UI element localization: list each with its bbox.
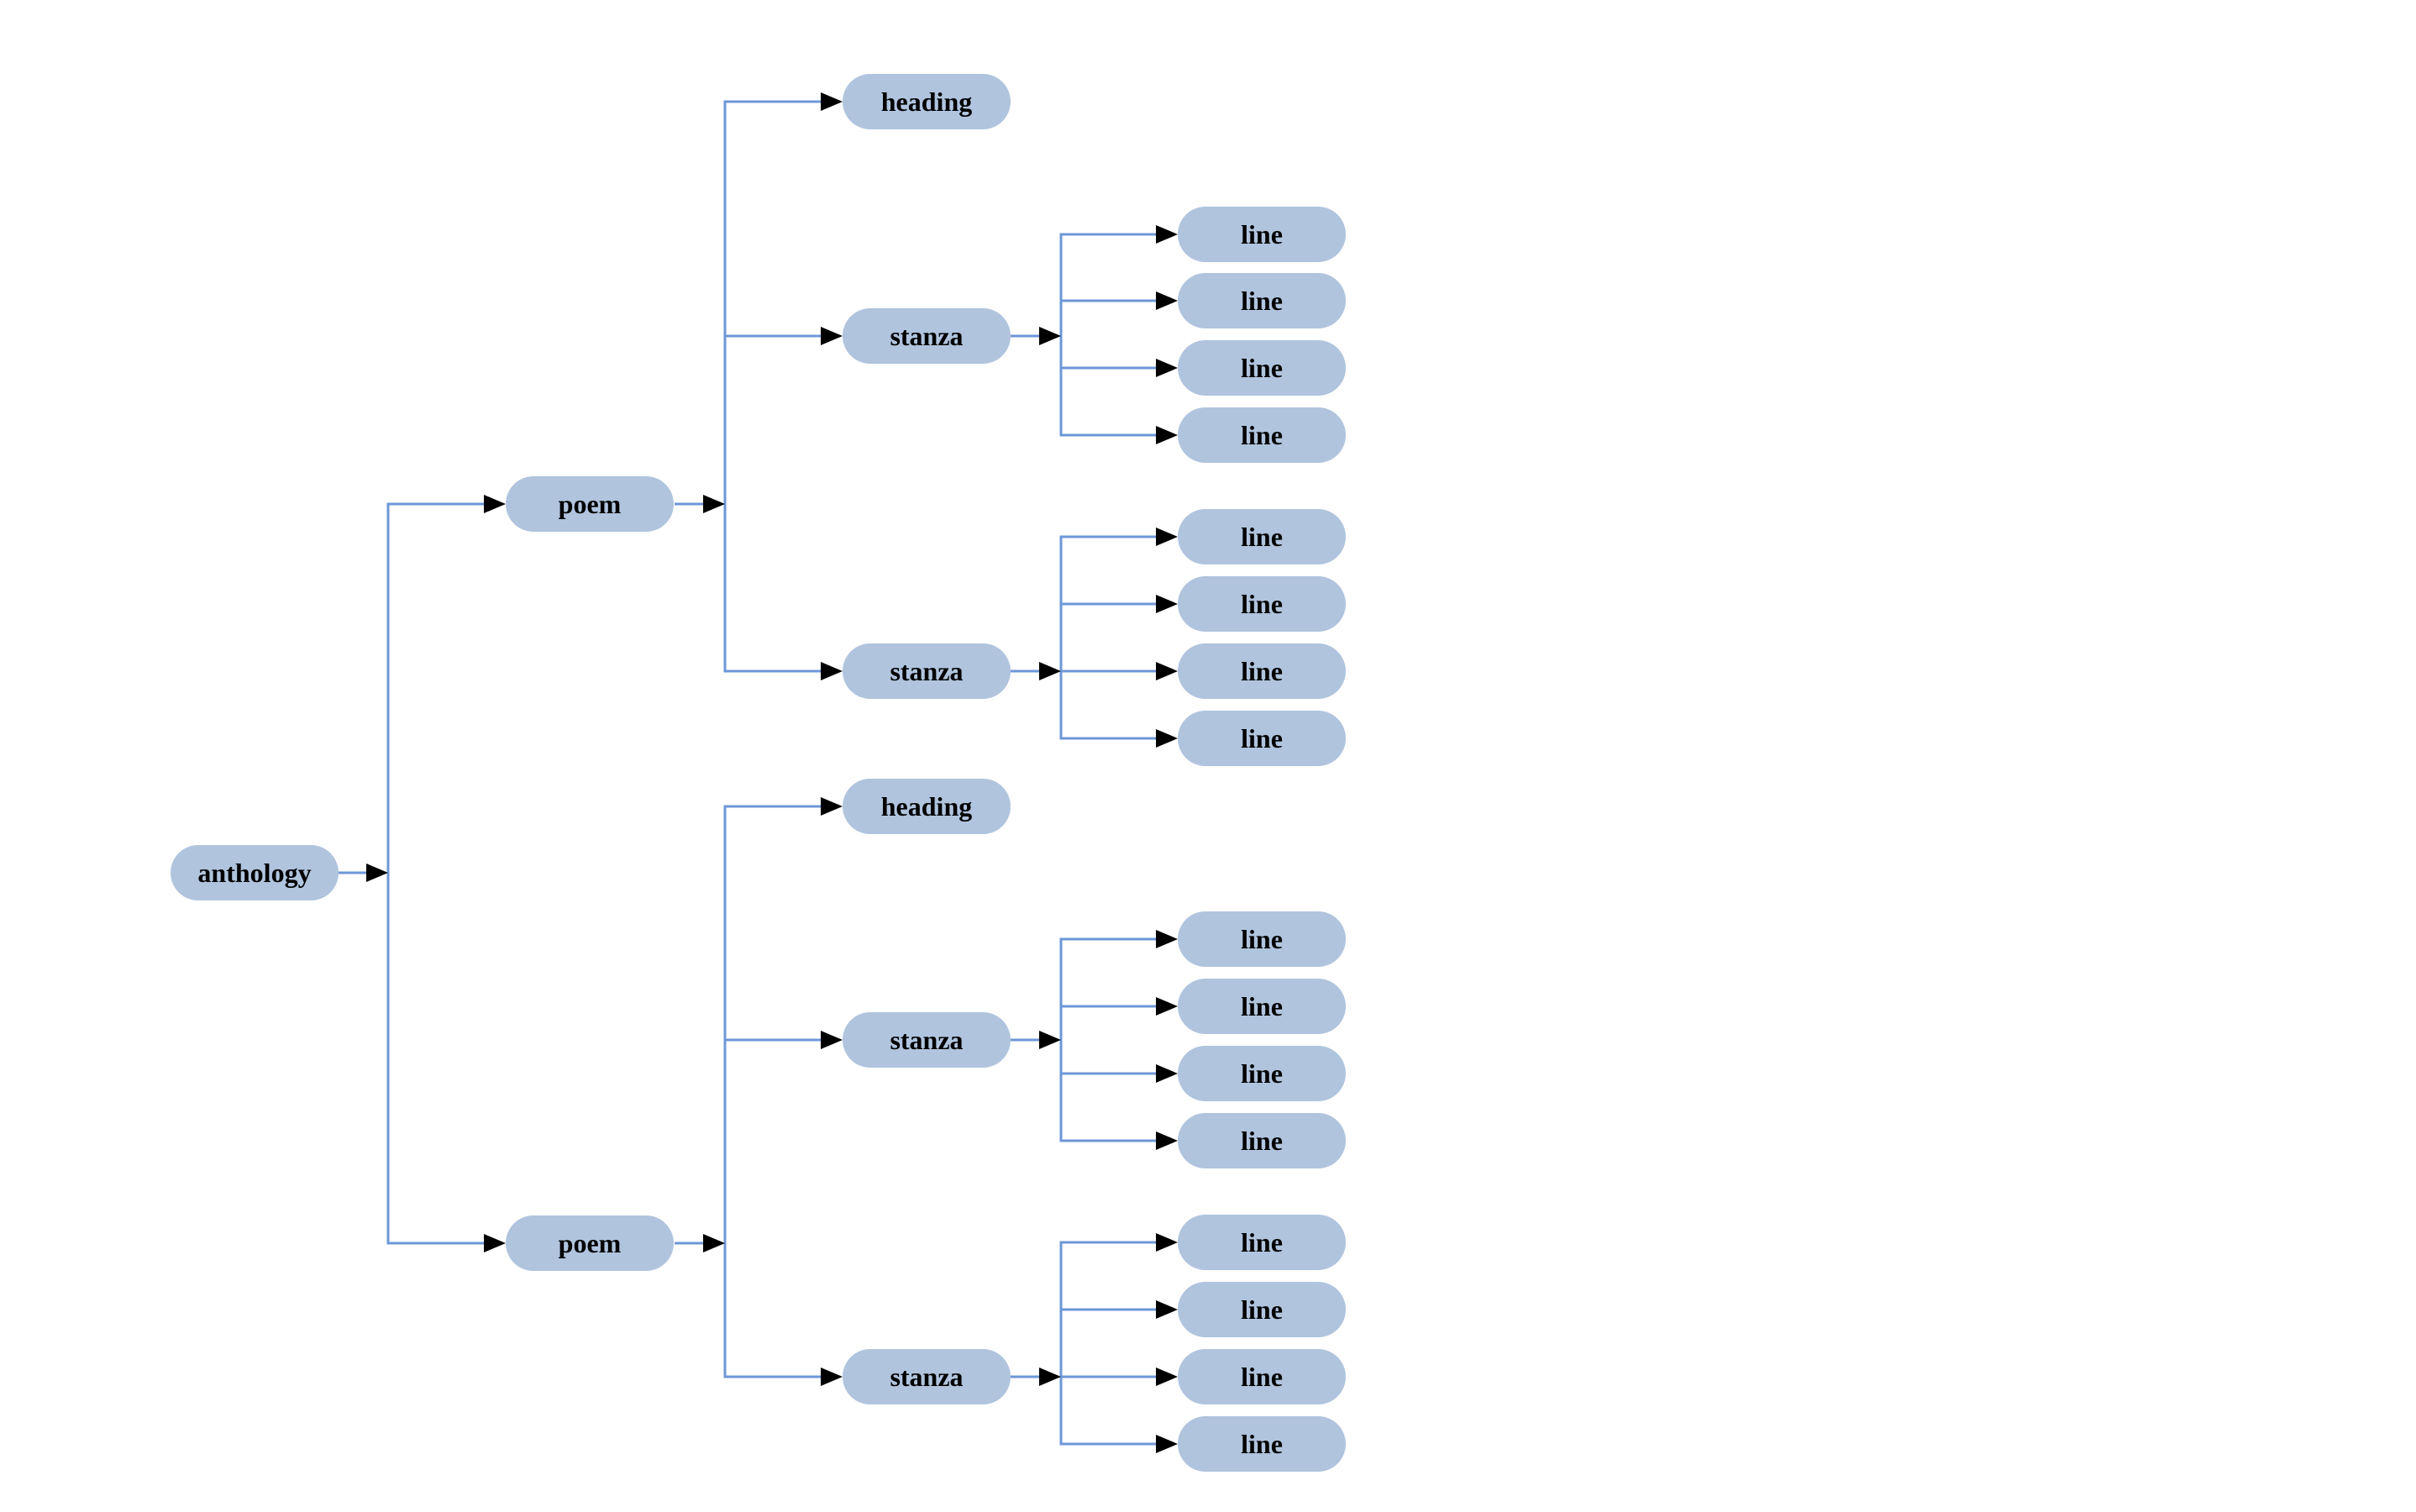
arrowhead [366, 864, 388, 882]
node-label: heading [880, 86, 973, 117]
node-label: anthology [197, 857, 312, 888]
node-stanza-4: stanza [843, 1349, 1011, 1404]
arrowhead [821, 1368, 843, 1386]
node-poem-1: poem [506, 476, 674, 532]
node-label: poem [558, 1227, 622, 1258]
node-label: line [1241, 1226, 1283, 1257]
arrowhead [1156, 1064, 1178, 1083]
arrowhead [1156, 930, 1178, 948]
node-line-2: line [1178, 273, 1346, 328]
node-label: line [1241, 655, 1283, 686]
node-line-3: line [1178, 340, 1346, 396]
node-line-11: line [1178, 1046, 1346, 1101]
node-label: line [1241, 1361, 1283, 1392]
arrowhead [1156, 997, 1178, 1016]
node-line-16: line [1178, 1416, 1346, 1472]
arrowhead [1156, 595, 1178, 613]
node-label: line [1241, 218, 1283, 249]
arrowhead [484, 1234, 506, 1252]
arrowhead [1156, 1368, 1178, 1386]
node-label: line [1241, 352, 1283, 383]
node-label: line [1241, 923, 1283, 954]
edge-poem1-bus [675, 100, 822, 673]
node-label: stanza [890, 1361, 964, 1392]
node-label: stanza [890, 320, 964, 351]
node-line-15: line [1178, 1349, 1346, 1404]
arrowhead [1039, 1031, 1061, 1049]
node-line-5: line [1178, 509, 1346, 564]
node-line-7: line [1178, 643, 1346, 699]
arrowhead [821, 797, 843, 816]
node-label: line [1241, 1294, 1283, 1325]
arrowhead [1156, 1435, 1178, 1453]
node-stanza-3: stanza [843, 1012, 1011, 1068]
arrowhead [484, 495, 506, 513]
arrowhead [1156, 1233, 1178, 1252]
node-line-4: line [1178, 407, 1346, 463]
node-line-14: line [1178, 1282, 1346, 1337]
node-line-13: line [1178, 1215, 1346, 1270]
node-heading-2: heading [843, 779, 1011, 834]
node-line-8: line [1178, 711, 1346, 766]
node-label: stanza [890, 1024, 964, 1055]
arrowhead [1039, 1368, 1061, 1386]
arrowhead [1156, 359, 1178, 377]
node-label: line [1241, 521, 1283, 552]
node-heading-1: heading [843, 74, 1011, 129]
edge-stanza1-bus [1011, 233, 1157, 437]
arrowhead [821, 1031, 843, 1049]
arrowhead [1156, 528, 1178, 546]
node-label: line [1241, 1125, 1283, 1156]
arrowhead [1156, 1131, 1178, 1150]
arrowhead [1156, 1300, 1178, 1319]
arrowhead [1156, 662, 1178, 680]
arrowhead [1039, 327, 1061, 345]
node-label: line [1241, 588, 1283, 619]
node-label: line [1241, 722, 1283, 753]
edge-stanza2-bus [1011, 535, 1157, 740]
node-label: heading [880, 790, 973, 822]
arrowhead [821, 662, 843, 680]
node-label: stanza [890, 655, 964, 686]
node-label: line [1241, 419, 1283, 450]
arrowhead [1156, 291, 1178, 310]
node-label: line [1241, 1428, 1283, 1459]
node-line-12: line [1178, 1113, 1346, 1168]
edge-stanza4-bus [1011, 1241, 1157, 1446]
edge-poem2-bus [675, 805, 822, 1378]
arrowhead [1156, 426, 1178, 444]
arrowhead [1039, 662, 1061, 680]
edge-stanza3-bus [1011, 937, 1157, 1142]
node-line-1: line [1178, 207, 1346, 262]
node-label: line [1241, 990, 1283, 1021]
node-stanza-1: stanza [843, 308, 1011, 364]
arrowhead [1156, 225, 1178, 244]
node-poem-2: poem [506, 1215, 674, 1271]
arrowhead [821, 92, 843, 111]
arrowhead [1156, 729, 1178, 748]
node-label: line [1241, 285, 1283, 316]
node-line-10: line [1178, 979, 1346, 1034]
arrowhead [703, 1234, 725, 1252]
node-anthology: anthology [171, 845, 339, 900]
arrowhead [821, 327, 843, 345]
node-label: line [1241, 1058, 1283, 1089]
edge-anthology-bus [339, 502, 485, 1245]
node-line-9: line [1178, 911, 1346, 967]
node-line-6: line [1178, 576, 1346, 632]
node-label: poem [558, 488, 622, 519]
arrowhead [703, 495, 725, 513]
node-stanza-2: stanza [843, 643, 1011, 699]
